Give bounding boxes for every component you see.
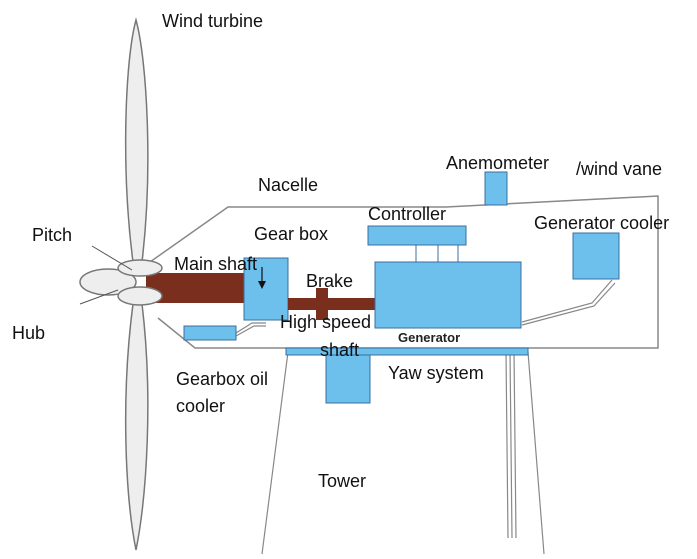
nacelle-label: Nacelle: [258, 175, 319, 195]
generator-label: Generator: [398, 330, 461, 345]
high-speed-shaft-label-line2: shaft: [320, 340, 360, 360]
generator-cooler-box: [572, 232, 620, 280]
main-shaft-label: Main shaft: [174, 254, 258, 274]
controller-label: Controller: [368, 204, 447, 224]
tower-structure: [261, 351, 545, 555]
yaw-system-box: [325, 354, 371, 404]
pitch-label: Pitch: [32, 225, 73, 245]
cooling-pipes: [235, 279, 616, 337]
high-speed-shaft: [288, 298, 376, 310]
label-pointers: [79, 245, 133, 305]
controller-links: [415, 245, 459, 262]
high-speed-shaft-label-line1: High speed: [280, 312, 372, 332]
hub-assembly: [79, 259, 163, 306]
tower-label: Tower: [318, 471, 367, 491]
controller-box: [367, 225, 467, 246]
wind-turbine-label: Wind turbine: [162, 11, 264, 31]
generator-cooler-label: Generator cooler: [534, 213, 670, 233]
rotor-blades: [124, 17, 149, 551]
brake-disc: [316, 288, 328, 320]
yaw-bearing: [285, 347, 529, 356]
brake-label: Brake: [306, 271, 354, 291]
main-shaft: [146, 273, 244, 303]
gear-box-label: Gear box: [254, 224, 329, 244]
anemometer-label: Anemometer: [446, 153, 550, 173]
gearbox-oil-cooler-box: [183, 325, 237, 341]
wind-vane-label: /wind vane: [576, 159, 663, 179]
yaw-system-label: Yaw system: [388, 363, 484, 383]
gearbox-oil-cooler-label-line1: Gearbox oil: [176, 369, 269, 389]
anemometer-box: [484, 171, 508, 206]
gearbox-oil-cooler-label-line2: cooler: [176, 396, 226, 416]
nacelle-outline: [149, 195, 659, 349]
gear-box: [243, 257, 289, 321]
hub-label: Hub: [12, 323, 46, 343]
generator-box: [374, 261, 522, 329]
